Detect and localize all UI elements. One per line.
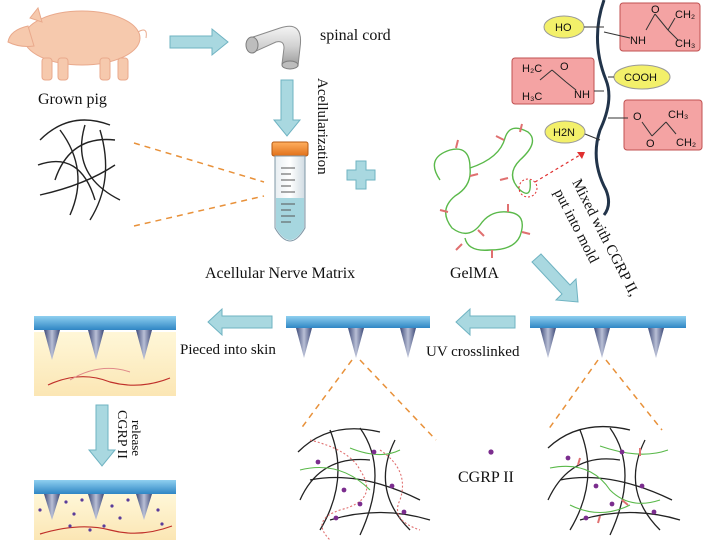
arrow-release bbox=[87, 404, 117, 467]
chem-h2c-left: H₂C bbox=[522, 63, 542, 75]
chem-o-left: O bbox=[560, 61, 569, 73]
release-label-line2: release bbox=[129, 420, 144, 456]
network-crosslinked bbox=[297, 427, 431, 541]
chem-cooh: COOH bbox=[624, 72, 657, 84]
grown-pig-label: Grown pig bbox=[38, 91, 107, 108]
spinal-cord-illustration bbox=[245, 25, 302, 70]
chem-o-ester2: O bbox=[646, 138, 655, 150]
patch-released bbox=[34, 480, 176, 540]
anm-label: Acellular Nerve Matrix bbox=[205, 265, 355, 282]
release-label-line1: CGRP II bbox=[114, 410, 129, 459]
zoom-arrow-chem bbox=[534, 151, 586, 183]
cgrp-label: CGRP II bbox=[458, 469, 514, 486]
chem-nh-left: NH bbox=[574, 89, 590, 101]
fiber-network-left bbox=[37, 119, 121, 221]
uv-label: UV crosslinked bbox=[426, 344, 520, 360]
arrow-to-mold bbox=[531, 253, 579, 303]
zoom-line-lower bbox=[133, 195, 265, 227]
chem-h2n: H2N bbox=[553, 127, 575, 139]
arrow-uv bbox=[455, 307, 516, 337]
chem-ch2-top: CH₂ bbox=[675, 9, 695, 21]
arrow-pig-to-cord bbox=[169, 27, 229, 57]
tube-illustration bbox=[271, 141, 309, 242]
chem-ho: HO bbox=[555, 22, 572, 34]
patch-mold bbox=[530, 316, 686, 358]
gelma-polymer bbox=[433, 123, 538, 258]
chem-ch3-top: CH₃ bbox=[675, 38, 695, 50]
gelma-label: GelMA bbox=[450, 265, 499, 282]
patch-crosslinked bbox=[286, 316, 430, 358]
chem-h3c-left: H₃C bbox=[522, 91, 542, 103]
chem-structure bbox=[511, 0, 703, 216]
arrow-cord-to-tube bbox=[272, 79, 302, 137]
zoom-line-right-left bbox=[547, 359, 599, 431]
cgrp-dot bbox=[488, 449, 494, 455]
pieced-label: Pieced into skin bbox=[180, 342, 276, 358]
patch-in-skin bbox=[34, 316, 176, 396]
acellularization-label: Acellularization bbox=[314, 78, 330, 175]
zoom-line-upper bbox=[133, 142, 265, 183]
network-mold bbox=[547, 425, 681, 536]
zoom-arrowhead bbox=[577, 152, 585, 159]
plus-sign bbox=[346, 160, 376, 190]
chem-o-top: O bbox=[651, 4, 660, 16]
spinal-cord-label: spinal cord bbox=[320, 27, 391, 44]
chem-o-ester: O bbox=[633, 111, 642, 123]
zoom-line-right-right bbox=[605, 359, 663, 431]
chem-ch3-right: CH₃ bbox=[668, 109, 688, 121]
pig-illustration bbox=[7, 6, 147, 81]
zoom-line-mid-right bbox=[359, 359, 437, 441]
zoom-line-mid-left bbox=[299, 359, 353, 431]
chem-labels: HO O NH CH₂ CH₃ H₂C H₃C O NH COOH H2N O … bbox=[522, 4, 696, 150]
chem-ch2-right: CH₂ bbox=[676, 137, 696, 149]
arrow-pieced bbox=[207, 307, 273, 337]
chem-nh-top: NH bbox=[630, 35, 646, 47]
